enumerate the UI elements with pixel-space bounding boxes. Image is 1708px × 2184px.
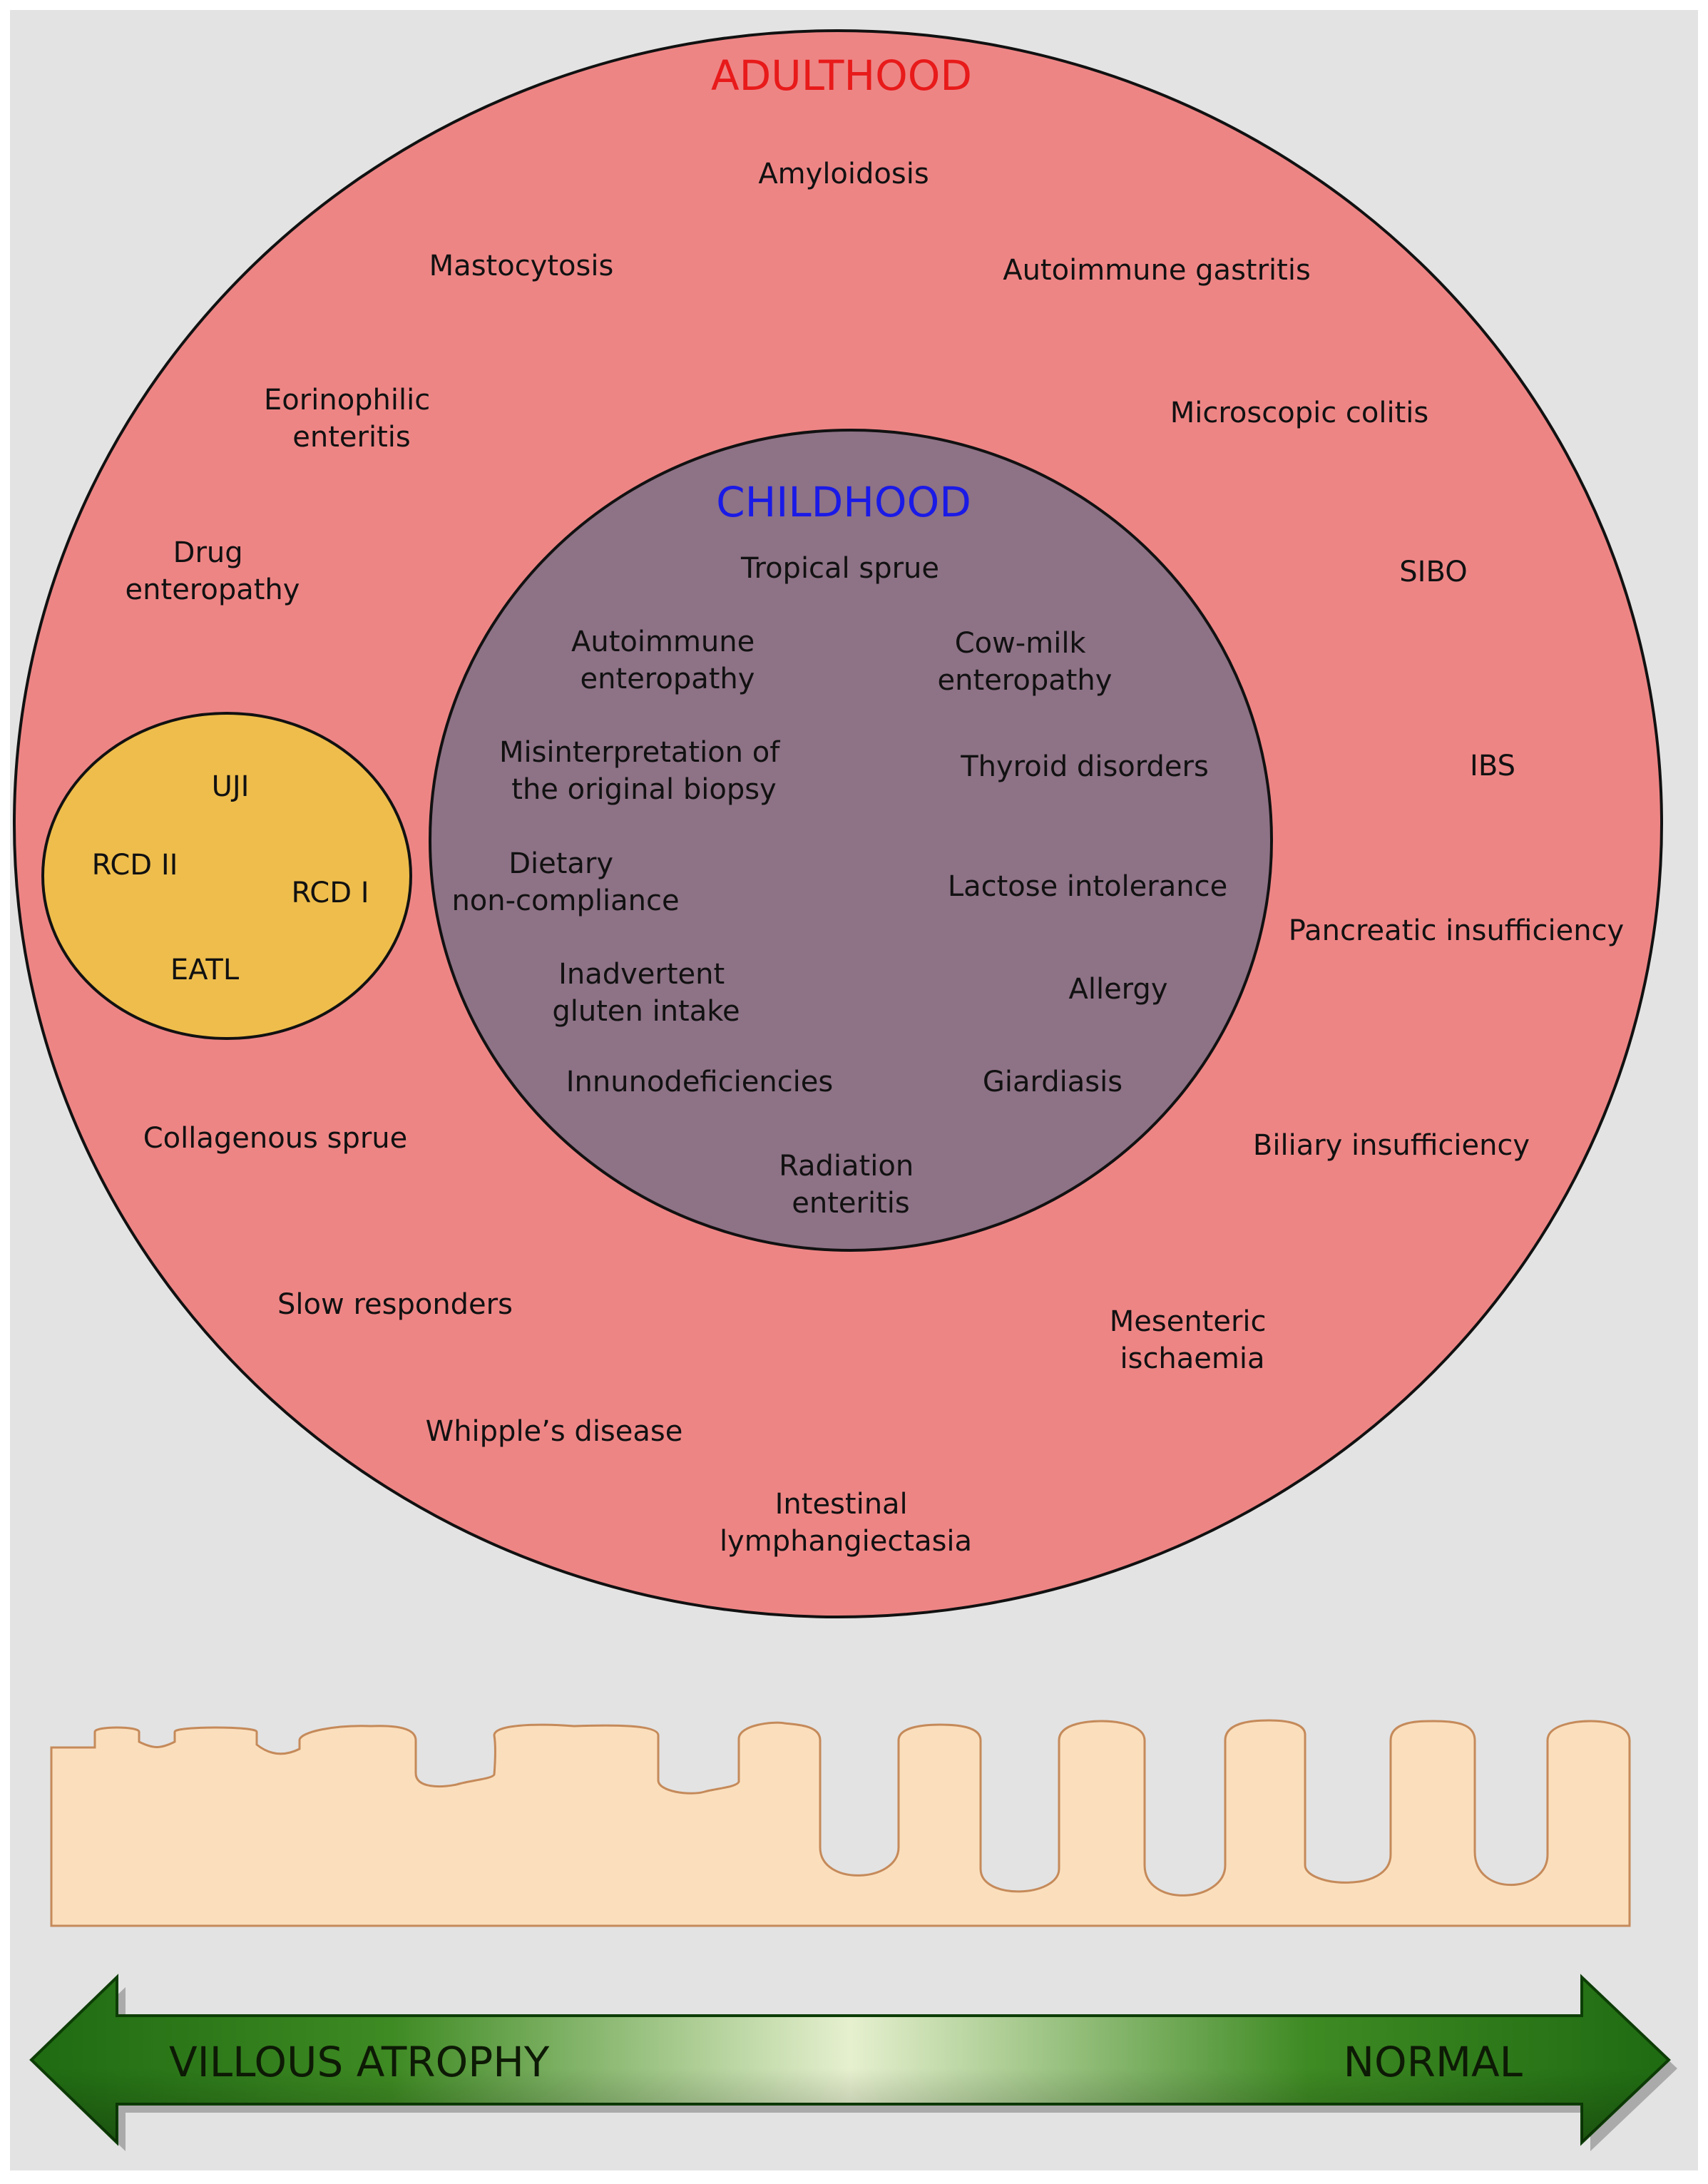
label-inadvertent-line-1: Inadvertent — [558, 958, 725, 991]
label-autoimmune-enteropathy: Autoimmune enteropathy — [571, 626, 764, 695]
label-mesenteric-ischaemia: Mesenteric ischaemia — [1110, 1305, 1275, 1375]
label-cow-milk-line-1: Cow-milk — [955, 627, 1087, 660]
label-mesenteric-line-2: ischaemia — [1120, 1342, 1264, 1375]
childhood-circle — [429, 429, 1273, 1252]
label-autoimmune-gastritis: Autoimmune gastritis — [1003, 254, 1311, 287]
label-ibs: IBS — [1470, 750, 1515, 782]
label-pancreatic-insufficiency: Pancreatic insufficiency — [1289, 914, 1624, 947]
childhood-title: CHILDHOOD — [716, 478, 971, 526]
villous-atrophy-normal-arrow: VILLOUS ATROPHY NORMAL — [29, 1974, 1677, 2151]
label-eosinophilic-line-2: enteritis — [292, 421, 410, 454]
label-cow-milk-enteropathy: Cow-milk enteropathy — [938, 627, 1113, 697]
label-drug-line-1: Drug — [173, 536, 243, 569]
label-drug-enteropathy: Drug enteropathy — [126, 536, 300, 606]
label-immunodeficiencies: Innunodeficiencies — [566, 1066, 834, 1098]
label-lymphangiectasia-line-2: lymphangiectasia — [720, 1525, 972, 1558]
adulthood-title: ADULTHOOD — [711, 51, 972, 100]
label-amyloidosis: Amyloidosis — [758, 158, 929, 190]
label-misinterpretation: Misinterpretation of the original biopsy — [499, 736, 789, 806]
label-mastocytosis: Mastocytosis — [429, 250, 614, 282]
label-whipples-disease: Whipple’s disease — [426, 1415, 683, 1448]
label-autoimmune-enteropathy-line-1: Autoimmune — [571, 626, 755, 658]
label-dietary-line-2: non-compliance — [451, 884, 679, 917]
label-dietary-noncompliance: Dietary non-compliance — [451, 847, 679, 917]
label-mesenteric-line-1: Mesenteric — [1110, 1305, 1267, 1338]
label-misinterpretation-line-2: the original biopsy — [511, 773, 776, 806]
label-thyroid-disorders: Thyroid disorders — [960, 750, 1209, 783]
label-uji: UJI — [212, 770, 250, 803]
label-lymphangiectasia-line-1: Intestinal — [775, 1488, 908, 1521]
label-intestinal-lymphangiectasia: Intestinal lymphangiectasia — [720, 1488, 972, 1558]
label-eosinophilic-line-1: Eorinophilic — [264, 384, 430, 417]
label-radiation-line-1: Radiation — [779, 1150, 914, 1183]
label-sibo: SIBO — [1399, 556, 1467, 588]
label-inadvertent-line-2: gluten intake — [552, 995, 740, 1028]
label-cow-milk-line-2: enteropathy — [938, 664, 1113, 697]
label-giardiasis: Giardiasis — [983, 1066, 1123, 1098]
arrow-label-villous-atrophy: VILLOUS ATROPHY — [169, 2038, 550, 2086]
label-autoimmune-enteropathy-line-2: enteropathy — [581, 663, 755, 695]
label-biliary-insufficiency: Biliary insufficiency — [1253, 1129, 1530, 1162]
label-dietary-line-1: Dietary — [508, 847, 613, 880]
label-radiation-line-2: enteritis — [792, 1187, 909, 1220]
label-inadvertent-gluten: Inadvertent gluten intake — [552, 958, 740, 1028]
label-microscopic-colitis: Microscopic colitis — [1170, 397, 1429, 429]
arrow-label-normal: NORMAL — [1344, 2038, 1523, 2086]
refractory-circle — [41, 712, 412, 1040]
label-eatl: EATL — [170, 954, 240, 986]
label-misinterpretation-line-1: Misinterpretation of — [499, 736, 780, 769]
label-lactose-intolerance: Lactose intolerance — [948, 870, 1227, 903]
label-collagenous-sprue: Collagenous sprue — [143, 1122, 408, 1155]
label-eosinophilic-enteritis: Eorinophilic enteritis — [264, 384, 439, 454]
label-rcd-ii: RCD II — [92, 849, 178, 882]
villi-mucosa-strip — [50, 1719, 1631, 1927]
label-drug-line-2: enteropathy — [126, 573, 300, 606]
label-allergy: Allergy — [1068, 973, 1167, 1006]
label-radiation-enteritis: Radiation enteritis — [779, 1150, 923, 1220]
label-rcd-i: RCD I — [291, 877, 369, 909]
label-tropical-sprue: Tropical sprue — [740, 552, 939, 585]
label-slow-responders: Slow responders — [277, 1288, 513, 1321]
